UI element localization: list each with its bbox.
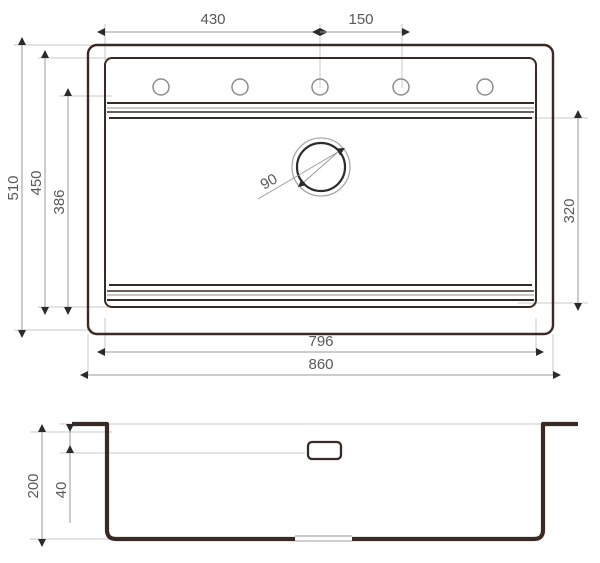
section-drain-gap — [295, 535, 352, 542]
sink-inner-bowl-outline — [104, 57, 537, 308]
dim-796-label: 796 — [308, 333, 333, 350]
drain-hole — [295, 141, 347, 193]
dim-150-label: 150 — [348, 11, 373, 28]
left-dimensions: 510 450 386 — [5, 37, 72, 338]
sink-outer-outline — [86, 43, 555, 336]
drain-diameter-leader — [257, 147, 345, 200]
dim-450-label: 450 — [28, 170, 45, 195]
plan-view: 90 430 150 510 450 386 320 796 — [5, 11, 588, 379]
tap-hole — [231, 78, 249, 96]
drain-hole-group: 90 — [257, 137, 351, 200]
bottom-deck-ridges — [107, 284, 534, 301]
bottom-dimensions: 796 860 — [80, 333, 561, 379]
tap-deck-ridges — [107, 102, 534, 119]
tap-hole — [152, 78, 170, 96]
right-dimensions: 320 — [561, 110, 582, 311]
dim-90-label: 90 — [258, 170, 281, 193]
tap-hole — [392, 78, 410, 96]
section-dimensions: 200 40 — [25, 424, 74, 547]
dim-510-label: 510 — [5, 175, 22, 200]
extension-lines — [14, 24, 588, 375]
dim-386-label: 386 — [51, 189, 68, 214]
overflow-slot — [306, 440, 343, 461]
tap-hole — [476, 78, 494, 96]
drain-diameter-arrow — [298, 151, 339, 188]
dim-40-label: 40 — [53, 482, 70, 499]
drain-hole-outer-ring — [291, 137, 351, 197]
dim-860-label: 860 — [308, 356, 333, 373]
dim-320-label: 320 — [561, 198, 578, 223]
top-dimensions: 430 150 — [97, 11, 410, 36]
dim-430-label: 430 — [200, 11, 225, 28]
cross-section-view: 200 40 — [25, 421, 578, 547]
dim-200-label: 200 — [25, 473, 42, 498]
tap-hole — [311, 78, 329, 96]
tap-hole-group — [152, 78, 494, 96]
